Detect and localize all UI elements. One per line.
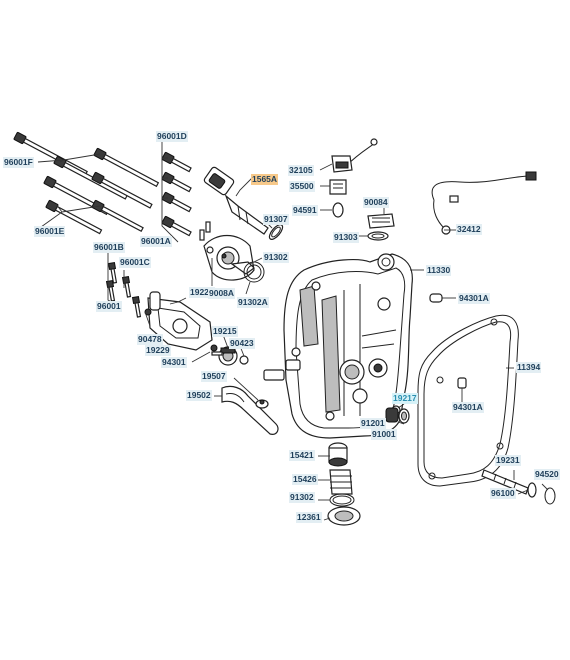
part-label-91302-upper: 91302: [263, 252, 289, 263]
small-screws-group: [105, 252, 142, 318]
part-label-94520: 94520: [534, 469, 560, 480]
pump-cover-group: [199, 221, 265, 295]
part-label-19231: 19231: [495, 455, 521, 466]
part-label-12361: 12361: [296, 512, 322, 523]
part-label-91201: 91201: [360, 418, 386, 429]
impeller-group: [191, 331, 249, 366]
dipstick-gauge: [203, 166, 284, 240]
part-label-90478: 90478: [137, 334, 163, 345]
part-label-15426: 15426: [292, 474, 318, 485]
part-label-96001B: 96001B: [93, 242, 125, 253]
part-label-94301A: 94301A: [452, 402, 484, 413]
part-label-19502: 19502: [186, 390, 212, 401]
part-label-96100: 96100: [490, 488, 516, 499]
part-label-96001F: 96001F: [3, 157, 34, 168]
filler-cap-group: [358, 208, 395, 241]
part-label-19229: 19229: [145, 345, 171, 356]
part-label-91001: 91001: [371, 429, 397, 440]
long-bolts-group: [13, 131, 160, 235]
part-label-91302-lower: 91302: [289, 492, 315, 503]
sensor-switch-group: [319, 138, 378, 218]
part-label-19221: 19221: [189, 287, 215, 298]
part-label-96001D: 96001D: [156, 131, 188, 142]
part-label-90423: 90423: [229, 338, 255, 349]
oil-filter-stack: [318, 442, 361, 526]
part-label-94591: 94591: [292, 205, 318, 216]
cover-gasket: [417, 314, 519, 487]
part-label-19215: 19215: [212, 326, 238, 337]
part-label-11330: 11330: [426, 265, 452, 276]
part-label-1565A: 1565A: [251, 174, 279, 185]
part-label-32105: 32105: [288, 165, 314, 176]
water-pump-housing: [144, 291, 213, 351]
part-label-96001E: 96001E: [34, 226, 66, 237]
part-label-15421: 15421: [289, 450, 315, 461]
short-bolts-group: [161, 142, 192, 243]
shaft-group: [481, 469, 556, 505]
seal-parts: [385, 403, 410, 425]
wire-harness: [431, 171, 537, 235]
part-label-91307: 91307: [263, 214, 289, 225]
part-label-96001C: 96001C: [119, 257, 151, 268]
part-label-96001: 96001: [96, 301, 122, 312]
part-label-96001A: 96001A: [140, 236, 172, 247]
part-label-91303: 91303: [333, 232, 359, 243]
part-label-19217: 19217: [392, 393, 418, 404]
crankcase-cover: [263, 253, 424, 439]
part-label-94301A-upper: 94301A: [458, 293, 490, 304]
part-label-19507: 19507: [201, 371, 227, 382]
dowel-pins: [429, 293, 467, 404]
water-hose: [214, 377, 279, 435]
part-label-11394: 11394: [516, 362, 542, 373]
part-label-90084: 90084: [363, 197, 389, 208]
part-label-94301: 94301: [161, 357, 187, 368]
part-label-32412: 32412: [456, 224, 482, 235]
part-label-35500: 35500: [289, 181, 315, 192]
part-label-9008A: 9008A: [208, 288, 236, 299]
part-label-91302A: 91302A: [237, 297, 269, 308]
